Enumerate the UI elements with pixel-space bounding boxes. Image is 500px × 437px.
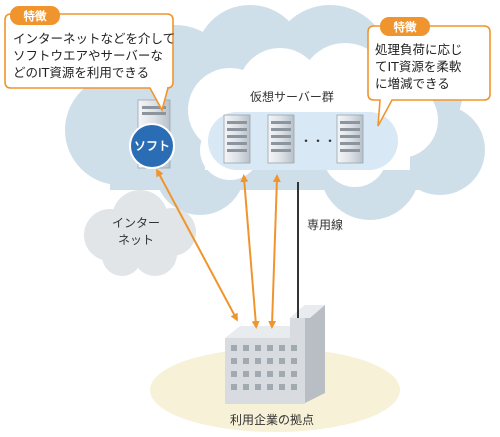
callout-left-line3: どのIT資源を利用できる (13, 65, 149, 80)
callout-left: 特徴 インターネットなどを介して ソフトウエアやサーバーな どのIT資源を利用で… (4, 6, 175, 113)
callout-right-line1: 処理負荷に応じ (375, 42, 463, 57)
server-group-label: 仮想サーバー群 (250, 89, 334, 104)
company-building (225, 305, 325, 404)
virtual-server-2 (267, 114, 295, 164)
callout-left-tag-text: 特徴 (24, 9, 47, 23)
software-badge (129, 123, 175, 169)
callout-right-tag-text: 特徴 (394, 20, 417, 34)
callout-left-line1: インターネットなどを介して (13, 31, 175, 46)
dedicated-line-label: 専用線 (307, 217, 343, 232)
callout-left-tag (10, 6, 60, 25)
company-base-label: 利用企業の拠点 (230, 412, 314, 427)
arrow-internet-to-software (156, 168, 238, 322)
callout-left-line2: ソフトウエアやサーバーな (13, 48, 163, 63)
virtual-server-3 (336, 114, 364, 164)
internet-label-line1: インター (112, 216, 160, 230)
callout-right-line3: に増減できる (375, 76, 450, 91)
virtual-server-1 (223, 114, 251, 164)
software-badge-label: ソフト (134, 139, 170, 153)
callout-right-tag (380, 17, 430, 36)
internet-label-line2: ネット (118, 233, 154, 247)
callout-right: 特徴 処理負荷に応じ てIT資源を柔軟 に増減できる (367, 17, 491, 127)
callout-right-line2: てIT資源を柔軟 (375, 59, 462, 74)
arrow-server2-to-base (268, 174, 281, 329)
arrow-server1-to-base (240, 174, 260, 329)
